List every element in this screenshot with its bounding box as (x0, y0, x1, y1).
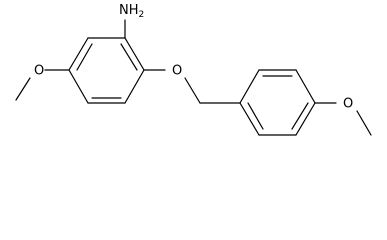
amine-n-symbol: N (119, 3, 129, 18)
bond-methoxy-left-methyl (15, 77, 31, 101)
double-bond-ring1-a (76, 43, 93, 71)
bond-ring2-c4-c5 (295, 102, 316, 136)
double-bond-ring2-c (247, 102, 264, 130)
bond-methoxy-right-methyl (356, 110, 372, 136)
amine-h-count: 2 (139, 10, 145, 20)
bond-ether-o-ch2 (184, 77, 201, 104)
aniline-ring (68, 37, 145, 104)
bond-ring2-c1-c2 (239, 69, 260, 104)
bond-ring1-c5-c6 (124, 69, 145, 104)
chemical-structure: NH2 O O O (15, 3, 372, 136)
double-bond-ring1-c (120, 43, 138, 71)
ether-oxygen: O (172, 64, 182, 79)
amine-label: NH2 (119, 3, 144, 20)
amine-h-symbol: H (129, 3, 139, 18)
bond-ring1-c6-c1 (124, 37, 145, 71)
methoxybenzyl-ring (239, 69, 316, 136)
double-bond-ring2-b (291, 102, 309, 130)
bond-ring2-c3-c4 (295, 69, 316, 104)
methoxy-oxygen-right: O (343, 97, 353, 112)
bond-ring2-c6-c1 (239, 102, 260, 136)
methoxy-oxygen-left: O (34, 64, 44, 79)
bond-ring1-c2-c3 (68, 37, 89, 71)
bond-ring1-c3-c4 (68, 69, 89, 104)
